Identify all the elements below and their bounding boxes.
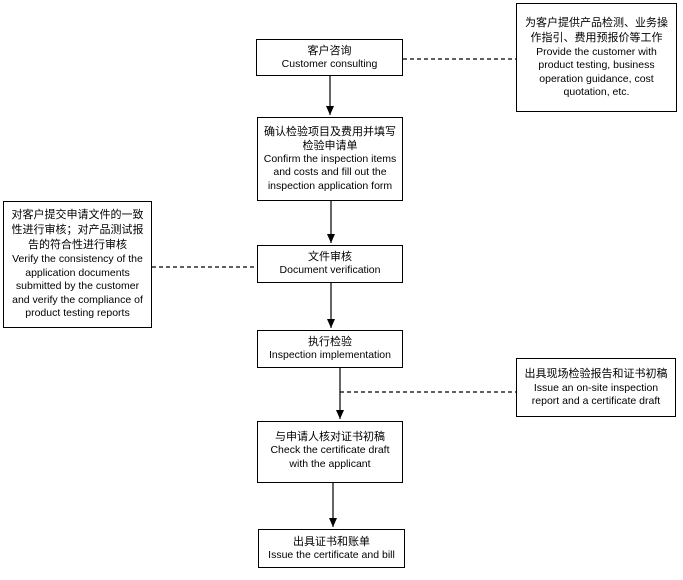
- annotation-label-zh: 出具现场检验报告和证书初稿: [524, 367, 668, 380]
- annotation-provide-customer-services: 为客户提供产品检测、业务操作指引、费用预报价等工作 Provide the cu…: [516, 3, 677, 112]
- annotation-label-en: Verify the consistency of the applicatio…: [12, 253, 143, 319]
- flow-node-customer-consulting: 客户咨询 Customer consulting: [256, 39, 403, 76]
- node-label-en: Confirm the inspection items and costs a…: [263, 152, 397, 192]
- node-label-zh: 文件审核: [308, 251, 352, 264]
- node-label-en: Check the certificate draft with the app…: [270, 444, 390, 470]
- node-label-zh: 客户咨询: [307, 44, 352, 57]
- annotation-label-en: Issue an on-site inspection report and a…: [531, 381, 661, 408]
- flow-node-inspection-implementation: 执行检验 Inspection implementation: [257, 330, 403, 368]
- annotation-issue-onsite-report: 出具现场检验报告和证书初稿 Issue an on-site inspectio…: [516, 358, 676, 417]
- node-label-en: Customer consulting: [281, 57, 378, 70]
- node-label-en: Document verification: [279, 264, 381, 277]
- flow-node-confirm-application: 确认检验项目及费用并填写检验申请单 Confirm the inspection…: [257, 117, 403, 201]
- annotation-label-zh: 对客户提交申请文件的一致性进行审核；对产品测试报告的符合性进行审核: [11, 209, 144, 251]
- annotation-verify-consistency: 对客户提交申请文件的一致性进行审核；对产品测试报告的符合性进行审核 Verify…: [3, 201, 152, 328]
- annotation-label-zh: 为客户提供产品检测、业务操作指引、费用预报价等工作: [525, 16, 668, 44]
- node-label-zh: 出具证书和账单: [293, 535, 370, 548]
- node-label-en: Inspection implementation: [269, 349, 391, 362]
- node-label-zh: 执行检验: [308, 336, 352, 349]
- flow-node-check-certificate-draft: 与申请人核对证书初稿 Check the certificate draft w…: [257, 421, 403, 483]
- node-label-en: Issue the certificate and bill: [268, 548, 395, 561]
- node-label-zh: 与申请人核对证书初稿: [275, 431, 385, 443]
- annotation-label-en: Provide the customer with product testin…: [536, 45, 657, 99]
- flow-node-document-verification: 文件审核 Document verification: [257, 245, 403, 283]
- node-label-zh: 确认检验项目及费用并填写检验申请单: [264, 125, 396, 152]
- flow-node-issue-certificate-bill: 出具证书和账单 Issue the certificate and bill: [258, 529, 405, 568]
